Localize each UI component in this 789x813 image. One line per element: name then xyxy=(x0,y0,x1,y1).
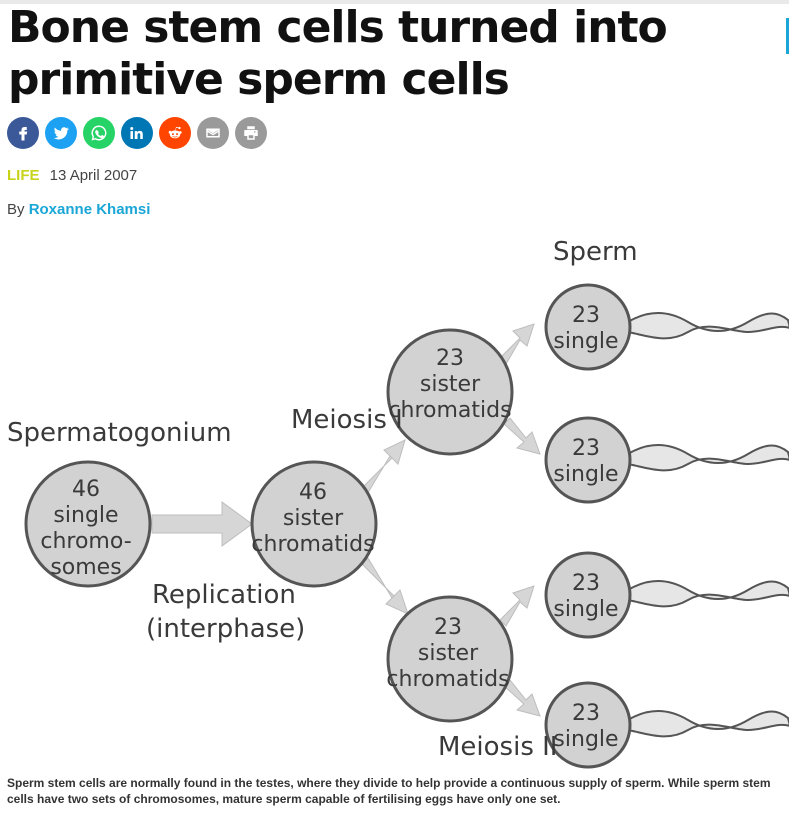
sperm-cell-2 xyxy=(544,416,632,504)
sperm-label: Sperm xyxy=(553,237,638,267)
email-icon xyxy=(206,128,220,138)
meiosis1-top-line-2: sister xyxy=(420,372,481,397)
linkedin-icon xyxy=(130,127,143,139)
figure-caption: Sperm stem cells are normally found in t… xyxy=(7,776,771,806)
meiosis2-arrow-3 xyxy=(499,585,535,627)
spermatogonium-cell xyxy=(24,460,152,588)
facebook-icon xyxy=(19,127,28,141)
article-figure: Sperm Spermatogonium Meiosis I Meiosis I… xyxy=(0,228,789,770)
share-linkedin-button[interactable] xyxy=(121,117,153,149)
share-twitter-button[interactable] xyxy=(45,117,77,149)
article-headline: Bone stem cells turned into primitive sp… xyxy=(8,2,668,105)
meiosis2-arrow-1 xyxy=(499,323,535,365)
replicated-cell xyxy=(250,460,378,588)
twitter-icon xyxy=(53,127,69,140)
spermatogenesis-diagram: Sperm Spermatogonium Meiosis I Meiosis I… xyxy=(7,237,789,769)
spermatogonium-line-2: single xyxy=(53,503,118,528)
meiosis1-top-count: 23 xyxy=(436,346,464,371)
article-meta: LIFE 13 April 2007 xyxy=(7,166,137,186)
replicated-count: 46 xyxy=(299,480,327,505)
meiosis1-arrow-up xyxy=(359,439,406,497)
meiosis1-bottom-line-3: chromatids xyxy=(386,667,509,692)
meiosis2-arrow-4 xyxy=(503,679,541,717)
share-whatsapp-button[interactable] xyxy=(83,117,115,149)
meiosis1-label: Meiosis I xyxy=(291,405,403,435)
sperm-3-label: single xyxy=(553,597,618,622)
share-print-button[interactable] xyxy=(235,117,267,149)
sperm-cell-1 xyxy=(544,283,632,371)
sperm-tail-4 xyxy=(627,710,789,738)
category-link[interactable]: LIFE xyxy=(7,167,40,184)
meiosis2-arrow-2 xyxy=(503,417,541,455)
share-email-button[interactable] xyxy=(197,117,229,149)
side-accent-strip xyxy=(786,18,789,54)
sperm-tail-2 xyxy=(627,444,789,472)
share-facebook-button[interactable] xyxy=(7,117,39,149)
top-bar xyxy=(0,0,789,4)
meiosis1-bottom-count: 23 xyxy=(434,615,462,640)
author-link[interactable]: Roxanne Khamsi xyxy=(28,201,151,218)
sperm-tail-1 xyxy=(627,312,789,340)
spermatogonium-label: Spermatogonium xyxy=(7,418,232,448)
sperm-cell-3 xyxy=(544,551,632,639)
replication-arrow xyxy=(151,501,253,547)
share-bar xyxy=(7,117,267,149)
meiosis1-top-line-3: chromatids xyxy=(388,398,511,423)
sperm-2-label: single xyxy=(553,462,618,487)
whatsapp-icon xyxy=(91,125,107,141)
byline: By Roxanne Khamsi xyxy=(7,200,150,220)
sperm-4-label: single xyxy=(553,727,618,752)
byline-prefix: By xyxy=(7,201,25,218)
meiosis1-cell-top xyxy=(386,328,514,456)
print-icon xyxy=(244,126,258,140)
publish-date: 13 April 2007 xyxy=(49,167,138,184)
meiosis1-cell-bottom xyxy=(386,595,514,723)
interphase-label: (interphase) xyxy=(146,614,305,644)
spermatogonium-line-3: chromo- xyxy=(40,529,131,554)
sperm-tail-3 xyxy=(627,580,789,608)
share-reddit-button[interactable] xyxy=(159,117,191,149)
spermatogonium-line-4: somes xyxy=(50,555,121,580)
meiosis1-arrow-down xyxy=(361,557,409,615)
replicated-line-2: sister xyxy=(283,506,344,531)
sperm-cell-4 xyxy=(544,681,632,769)
sperm-2-count: 23 xyxy=(572,436,600,461)
sperm-4-count: 23 xyxy=(572,701,600,726)
replicated-line-3: chromatids xyxy=(251,532,374,557)
meiosis2-label: Meiosis II xyxy=(438,732,557,762)
reddit-icon xyxy=(168,126,182,139)
sperm-1-count: 23 xyxy=(572,303,600,328)
replication-label: Replication xyxy=(152,580,296,610)
sperm-3-count: 23 xyxy=(572,571,600,596)
spermatogonium-count: 46 xyxy=(72,477,100,502)
sperm-1-label: single xyxy=(553,329,618,354)
meiosis1-bottom-line-2: sister xyxy=(418,641,479,666)
